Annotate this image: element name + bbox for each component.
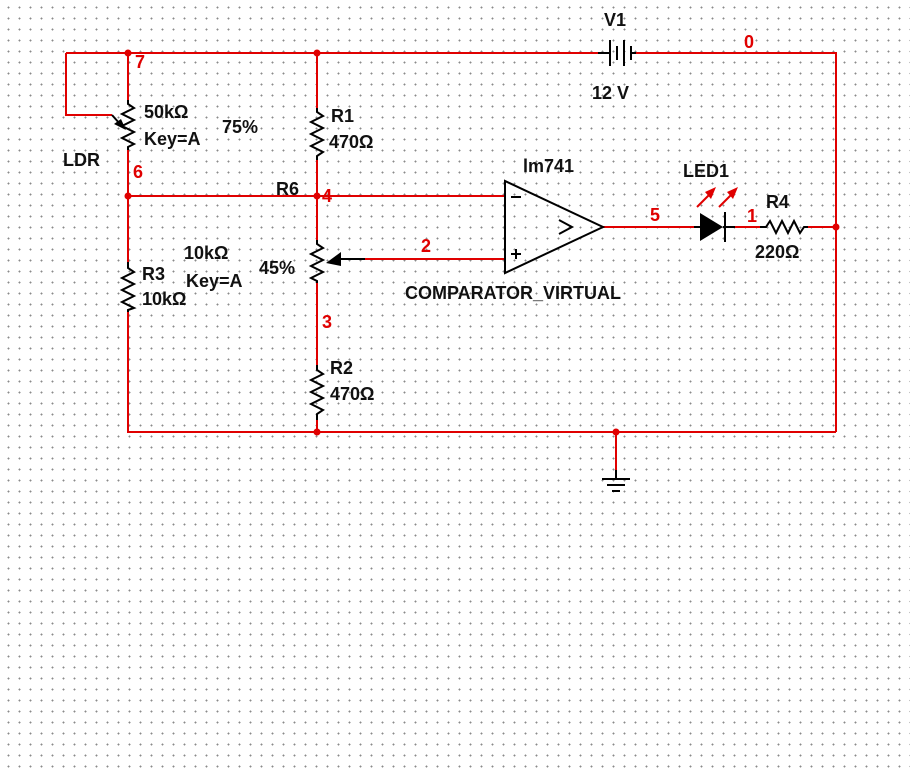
comparator-model: lm741 bbox=[523, 156, 574, 176]
junctions bbox=[124, 49, 840, 436]
ldr-value: 50kΩ bbox=[144, 102, 188, 122]
junction-dot bbox=[612, 428, 620, 436]
potentiometer-r6[interactable] bbox=[308, 240, 365, 283]
r6-setting: 45% bbox=[259, 258, 295, 278]
node-label-6: 6 bbox=[133, 162, 143, 182]
wires bbox=[65, 52, 837, 470]
node-label-7: 7 bbox=[135, 52, 145, 72]
wire-ground-bus[interactable] bbox=[127, 312, 836, 433]
node-label-2: 2 bbox=[421, 236, 431, 256]
r4-value: 220Ω bbox=[755, 242, 799, 262]
wire-node0-right[interactable] bbox=[636, 52, 837, 432]
node-label-4: 4 bbox=[322, 186, 332, 206]
r1-label: R1 bbox=[331, 106, 354, 126]
r6-key: Key=A bbox=[186, 271, 243, 291]
junction-dot bbox=[313, 192, 321, 200]
ldr-potentiometer[interactable] bbox=[111, 100, 137, 150]
junction-dot bbox=[124, 192, 132, 200]
battery-v1[interactable] bbox=[598, 40, 636, 66]
led1-label: LED1 bbox=[683, 161, 729, 181]
v1-value: 12 V bbox=[592, 83, 629, 103]
node-label-3: 3 bbox=[322, 312, 332, 332]
junction-dot bbox=[313, 428, 321, 436]
r6-label: R6 bbox=[276, 179, 299, 199]
node-label-5: 5 bbox=[650, 205, 660, 225]
node-label-1: 1 bbox=[747, 206, 757, 226]
resistor-r3[interactable] bbox=[119, 262, 137, 312]
v1-label: V1 bbox=[604, 10, 626, 30]
ldr-setting: 75% bbox=[222, 117, 258, 137]
wire-ldr-loop[interactable] bbox=[65, 53, 112, 116]
junction-dot bbox=[124, 49, 132, 57]
r6-value: 10kΩ bbox=[184, 243, 228, 263]
led1[interactable] bbox=[694, 212, 735, 242]
node-label-0: 0 bbox=[744, 32, 754, 52]
resistor-r1[interactable] bbox=[308, 108, 326, 160]
r2-value: 470Ω bbox=[330, 384, 374, 404]
r4-label: R4 bbox=[766, 192, 789, 212]
ldr-label: LDR bbox=[63, 150, 100, 170]
junction-dot bbox=[832, 223, 840, 231]
comparator-type: COMPARATOR_VIRTUAL bbox=[405, 283, 621, 303]
ground-symbol[interactable] bbox=[602, 470, 630, 492]
ldr-key: Key=A bbox=[144, 129, 201, 149]
r2-label: R2 bbox=[330, 358, 353, 378]
r1-value: 470Ω bbox=[329, 132, 373, 152]
resistor-r2[interactable] bbox=[308, 365, 326, 420]
r3-value: 10kΩ bbox=[142, 289, 186, 309]
comparator-lm741[interactable] bbox=[504, 179, 606, 275]
junction-dot bbox=[313, 49, 321, 57]
r3-label: R3 bbox=[142, 264, 165, 284]
resistor-r4[interactable] bbox=[760, 218, 808, 236]
led-emission-arrows bbox=[696, 187, 738, 208]
